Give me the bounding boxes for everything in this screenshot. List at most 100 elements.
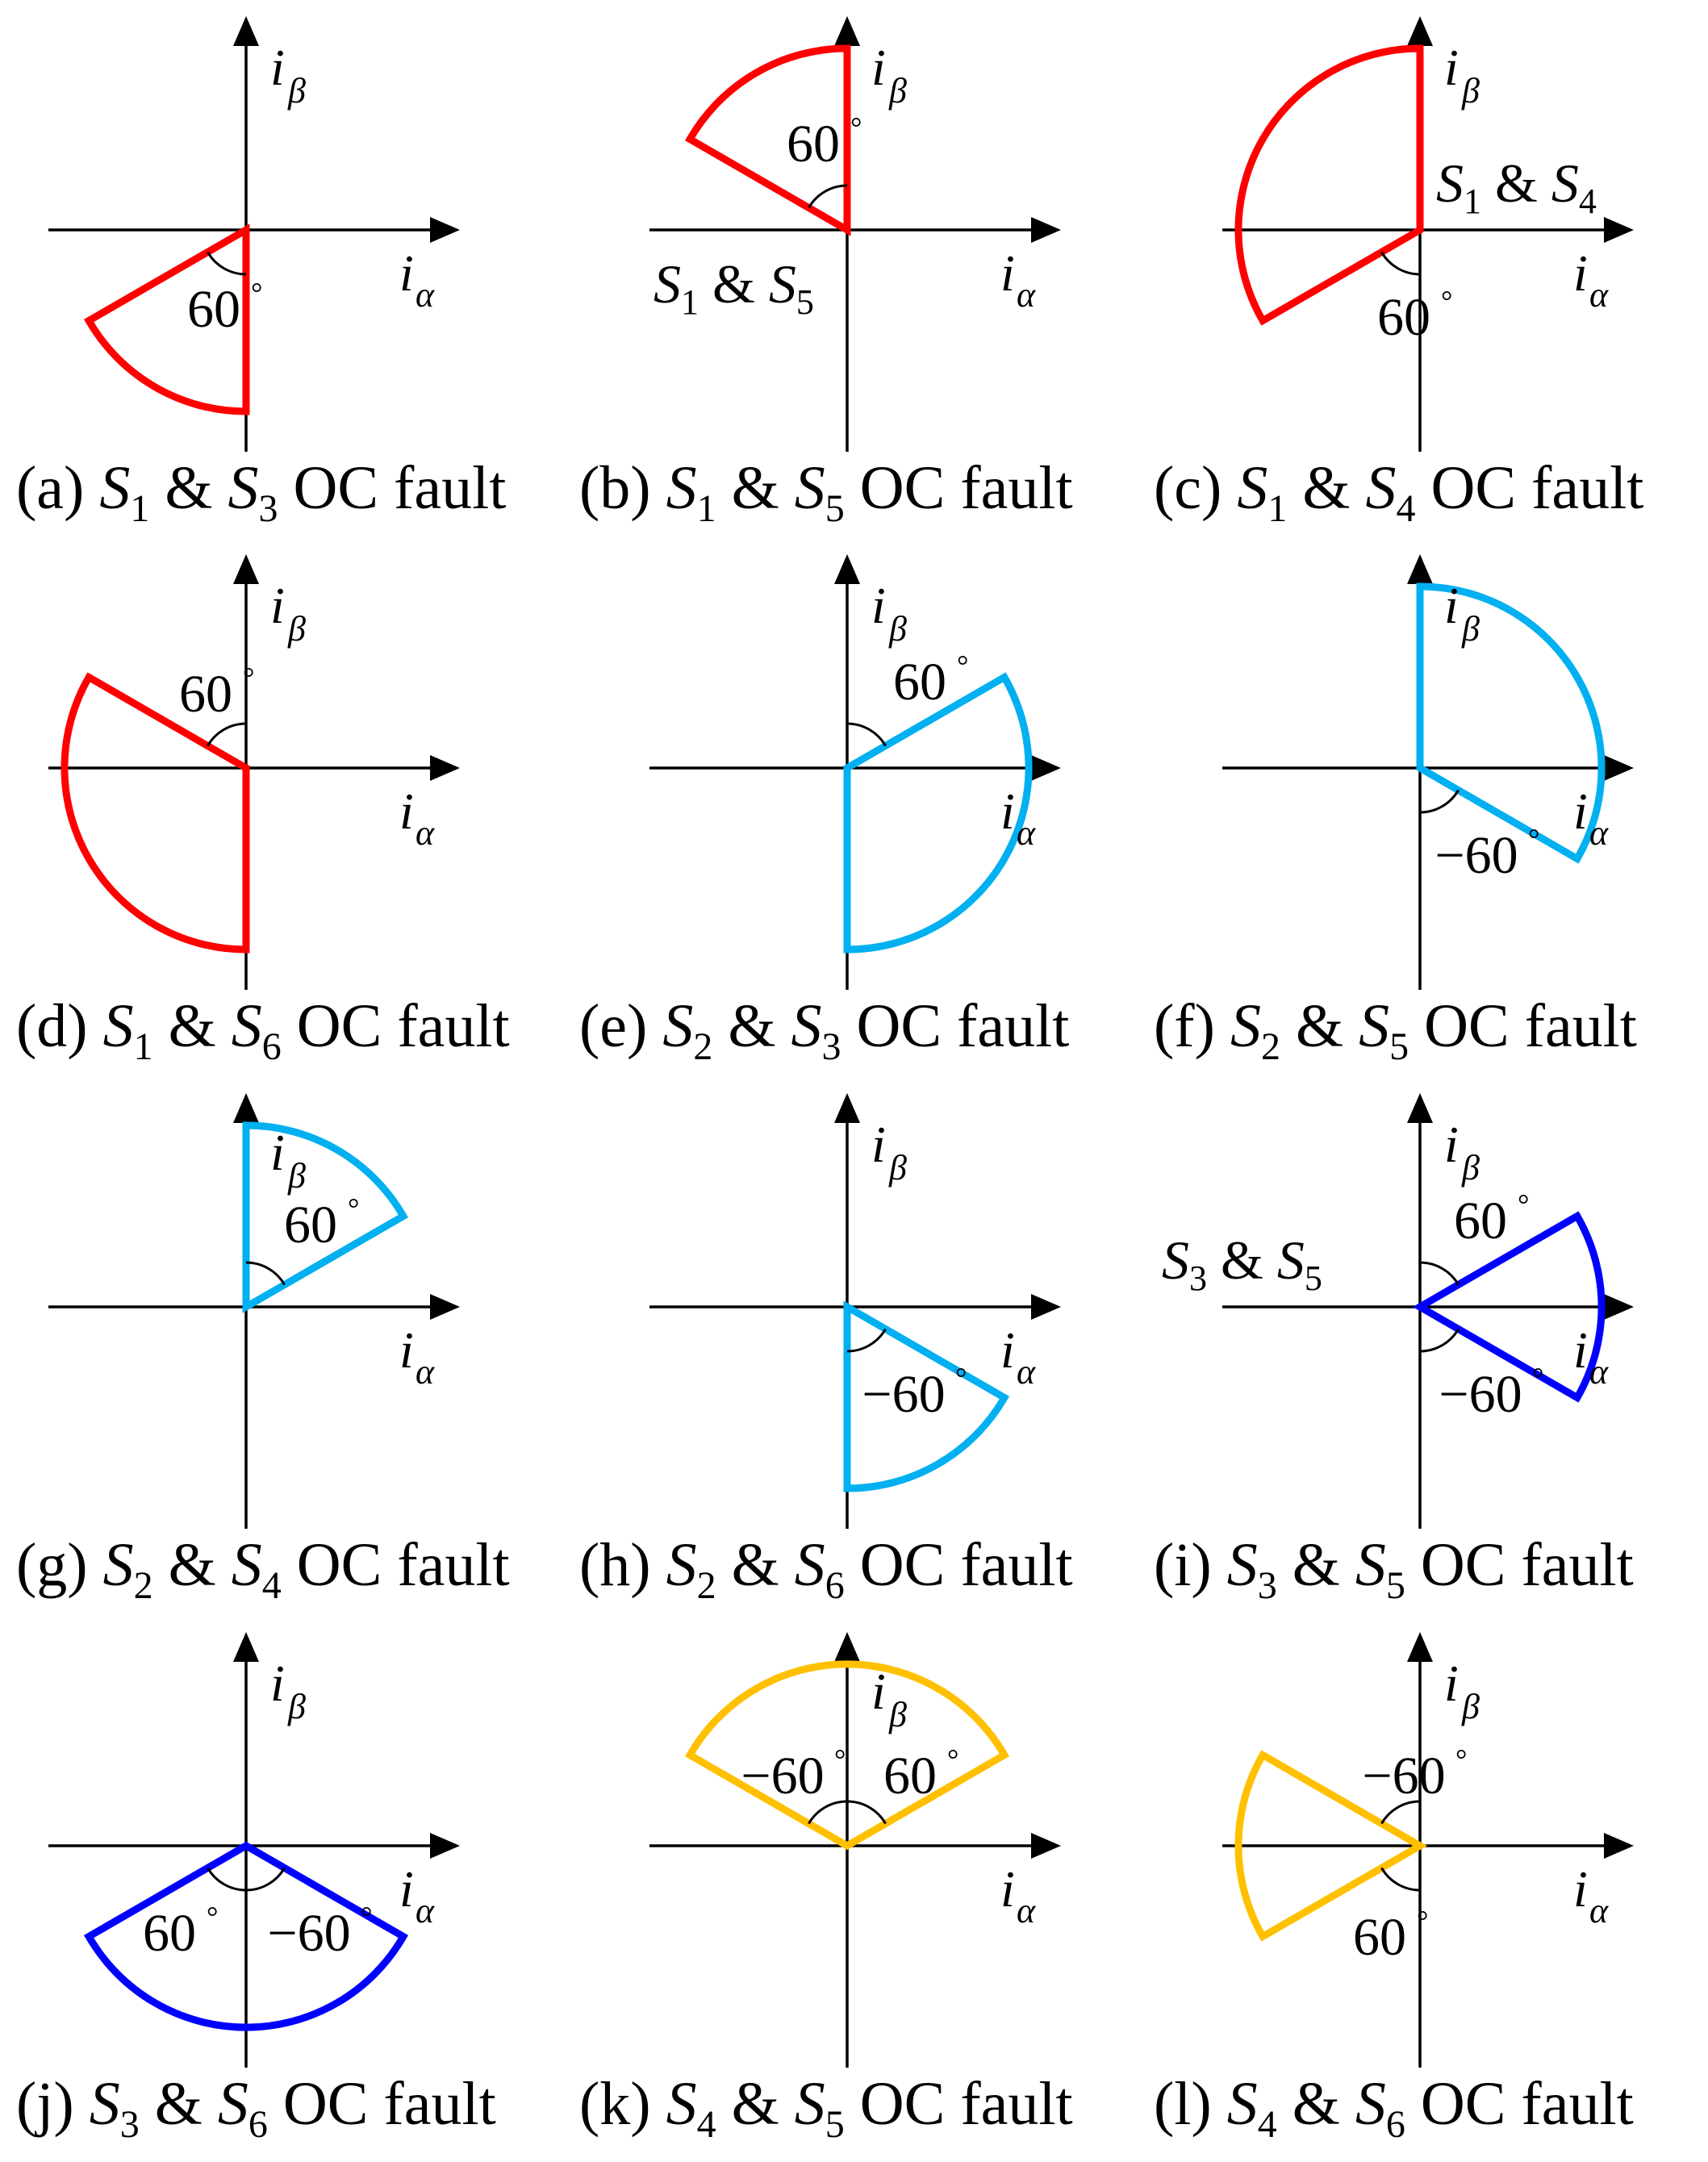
- axes: [1222, 1632, 1634, 2068]
- current-trajectory-sector: [1416, 582, 1606, 864]
- alpha-arrow-icon: [1031, 1294, 1061, 1320]
- angle-label: 60: [787, 115, 840, 173]
- beta-axis-subscript: β: [1461, 71, 1480, 111]
- alpha-arrow-icon: [1604, 1294, 1634, 1320]
- beta-arrow-icon: [233, 1093, 259, 1123]
- beta-axis-subscript: β: [888, 609, 907, 649]
- beta-axis-subscript: β: [287, 71, 306, 111]
- panel-caption: (a) S1 & S3 OC fault: [16, 454, 506, 530]
- beta-axis-subscript: β: [888, 1695, 907, 1734]
- alpha-axis-subscript: α: [1589, 1352, 1609, 1392]
- beta-axis-subscript: β: [1461, 1687, 1480, 1726]
- alpha-arrow-icon: [1031, 1833, 1061, 1859]
- alpha-arrow-icon: [1604, 755, 1634, 781]
- angle-arc: [1380, 1867, 1421, 1892]
- current-trajectory-sector: [1412, 1211, 1606, 1403]
- beta-axis-subscript: β: [888, 1148, 907, 1187]
- angle-arc: [1419, 789, 1460, 814]
- alpha-axis-label: i: [1000, 244, 1015, 302]
- angle-arc: [846, 722, 887, 747]
- angle-label: 60: [883, 1747, 937, 1805]
- alpha-arrow-icon: [1031, 217, 1061, 243]
- beta-axis-label: i: [1444, 1655, 1459, 1712]
- alpha-axis-label: i: [1000, 783, 1015, 840]
- panel-caption: (k) S4 & S5 OC fault: [579, 2070, 1073, 2146]
- angle-arc: [207, 722, 247, 747]
- angle-label: 60: [179, 665, 232, 724]
- current-trajectory-sector: [1234, 44, 1424, 326]
- alpha-arrow-icon: [430, 217, 460, 243]
- alpha-axis-label: i: [399, 1321, 414, 1379]
- alpha-axis-label: i: [399, 244, 414, 302]
- switch-pair-label: S1 & S5: [654, 253, 814, 322]
- current-trajectory-sector: [83, 223, 250, 415]
- angle-arc: [1419, 1261, 1460, 1286]
- beta-arrow-icon: [233, 554, 259, 584]
- beta-axis-label: i: [871, 577, 886, 634]
- current-trajectory-sector: [1234, 1750, 1428, 1942]
- switch-pair-label: S1 & S4: [1436, 152, 1597, 221]
- panel-caption: (l) S4 & S6 OC fault: [1154, 2070, 1634, 2146]
- alpha-axis-label: i: [1573, 244, 1588, 302]
- beta-arrow-icon: [1407, 1093, 1433, 1123]
- beta-arrow-icon: [1407, 1632, 1433, 1662]
- angle-arc: [245, 1261, 286, 1286]
- degree-symbol: °: [947, 1743, 958, 1776]
- beta-axis-label: i: [270, 39, 285, 96]
- current-trajectory-sector: [843, 1300, 1010, 1492]
- beta-axis-subscript: β: [888, 71, 907, 111]
- angle-label: −60: [741, 1747, 824, 1805]
- beta-axis-subscript: β: [287, 1156, 306, 1196]
- beta-arrow-icon: [834, 1632, 860, 1662]
- alpha-arrow-icon: [430, 1833, 460, 1859]
- axes: [649, 1632, 1061, 2068]
- angle-label: 60: [1454, 1192, 1507, 1250]
- alpha-axis-label: i: [399, 1860, 414, 1918]
- axes: [48, 554, 460, 990]
- angle-arc: [846, 1800, 887, 1825]
- panel-caption: (f) S2 & S5 OC fault: [1154, 992, 1637, 1068]
- degree-symbol: °: [251, 277, 262, 309]
- current-trajectory-sector: [83, 1841, 409, 2031]
- switch-pair-label: S3 & S5: [1162, 1229, 1322, 1298]
- alpha-axis-label: i: [1000, 1321, 1015, 1379]
- degree-symbol: °: [957, 649, 968, 682]
- angle-label: 60: [893, 653, 946, 712]
- alpha-axis-label: i: [1573, 1860, 1588, 1918]
- beta-arrow-icon: [1407, 16, 1433, 46]
- angle-label: 60: [1353, 1908, 1406, 1967]
- axes: [649, 16, 1061, 452]
- alpha-axis-label: i: [1573, 783, 1588, 840]
- beta-axis-label: i: [270, 577, 285, 634]
- alpha-arrow-icon: [430, 755, 460, 781]
- degree-symbol: °: [834, 1743, 846, 1776]
- degree-symbol: °: [207, 1901, 218, 1933]
- alpha-arrow-icon: [430, 1294, 460, 1320]
- beta-arrow-icon: [233, 1632, 259, 1662]
- panel-caption: (c) S1 & S4 OC fault: [1154, 454, 1643, 530]
- angle-label: 60: [187, 280, 240, 339]
- angle-label: 60: [284, 1196, 337, 1254]
- axes: [48, 1093, 460, 1529]
- degree-symbol: °: [361, 1901, 372, 1933]
- panel-caption: (g) S2 & S4 OC fault: [16, 1531, 510, 1607]
- panel-caption: (i) S3 & S5 OC fault: [1154, 1531, 1634, 1607]
- alpha-axis-subscript: α: [1017, 275, 1036, 315]
- degree-symbol: °: [1441, 285, 1452, 317]
- alpha-axis-subscript: α: [416, 275, 435, 315]
- current-trajectory-sector: [61, 672, 250, 954]
- beta-axis-subscript: β: [287, 609, 306, 649]
- angle-label: −60: [267, 1904, 350, 1963]
- angle-arc: [245, 1867, 286, 1892]
- angle-arc: [1380, 251, 1421, 276]
